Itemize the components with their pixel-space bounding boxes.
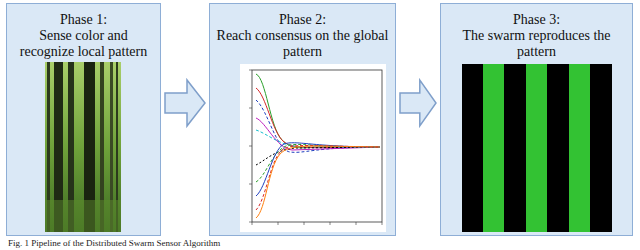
phase-box: Phase 3:The swarm reproduces the pattern xyxy=(440,3,633,236)
phase-heading: Phase 2: xyxy=(214,12,391,28)
convergence-plot xyxy=(240,64,386,232)
phase-description: Sense color and recognize local pattern xyxy=(11,28,156,60)
block-arrow xyxy=(165,80,205,126)
phase-heading: Phase 3: xyxy=(445,12,628,28)
phase-box: Phase 1:Sense color and recognize local … xyxy=(6,3,161,236)
phase-box-fill xyxy=(6,3,161,236)
phase-description: Reach consensus on the global pattern xyxy=(214,28,391,60)
phase-box-fill xyxy=(209,3,396,236)
phase-heading: Phase 1: xyxy=(11,12,156,28)
forest-photo xyxy=(45,62,121,232)
block-arrow xyxy=(400,80,436,126)
stripe-pattern xyxy=(462,64,612,232)
phase-box: Phase 2:Reach consensus on the global pa… xyxy=(209,3,396,236)
figure-caption: Fig. 1 Pipeline of the Distributed Swarm… xyxy=(8,238,220,249)
phase-box-fill xyxy=(440,3,633,236)
phase-description: The swarm reproduces the pattern xyxy=(445,28,628,60)
